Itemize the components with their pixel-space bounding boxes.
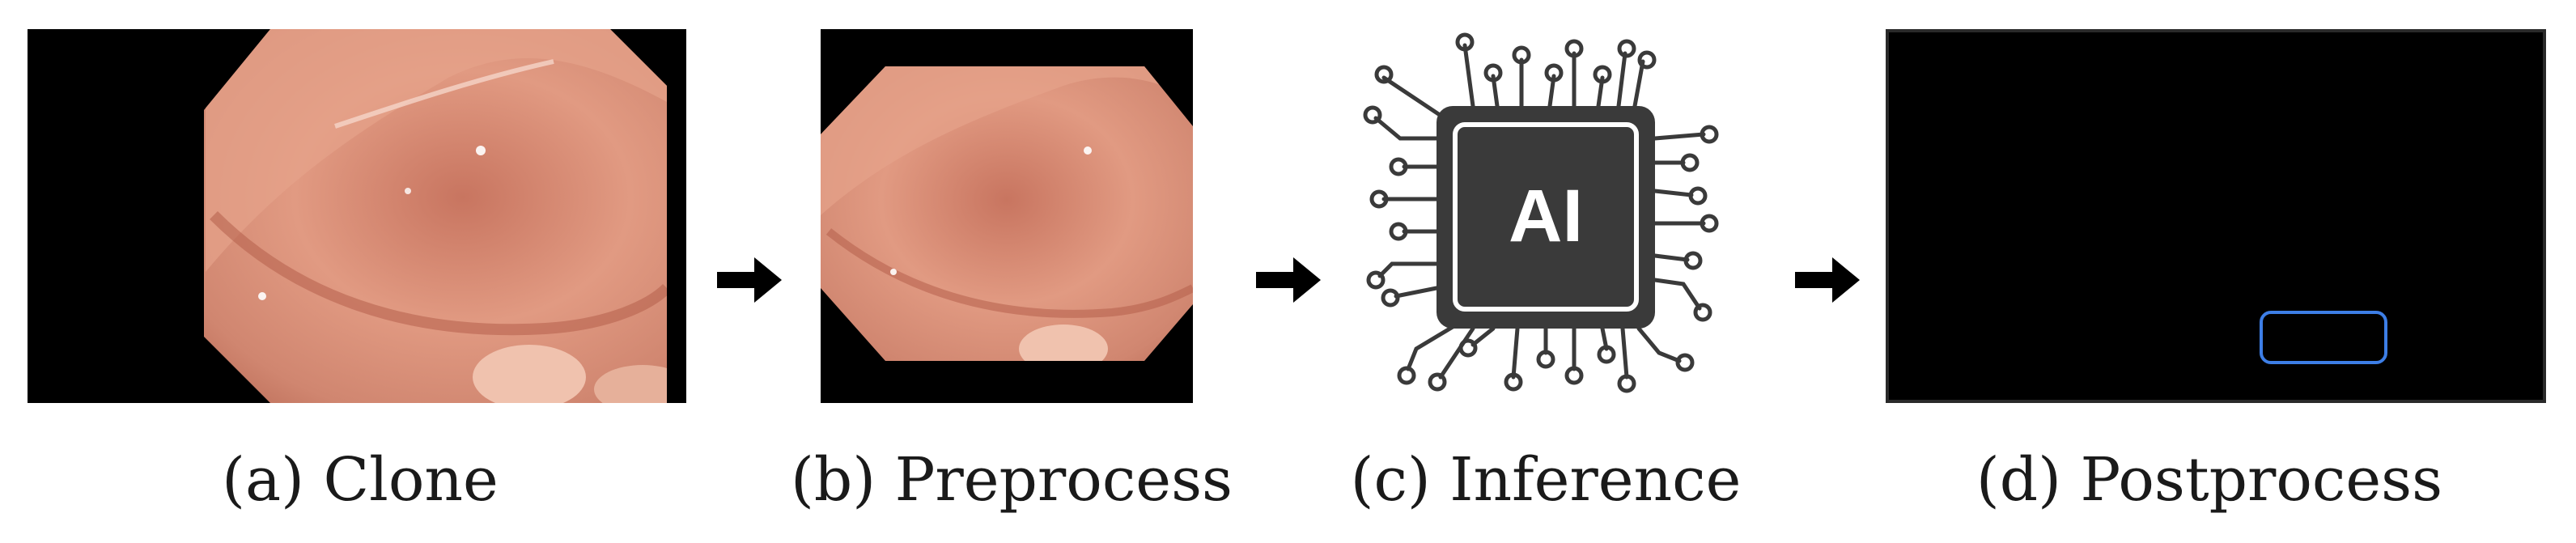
clone-endoscopy-image <box>28 29 686 403</box>
caption-preprocess: (b) Preprocess <box>790 445 1233 515</box>
right-arrow-icon <box>1256 257 1321 303</box>
right-arrow-icon <box>1795 257 1860 303</box>
detection-bounding-box <box>2260 311 2387 364</box>
ai-chip-icon: AI <box>1363 32 1719 393</box>
circuit-trace-icon <box>1363 32 1719 393</box>
chip-label: AI <box>1509 175 1583 257</box>
right-arrow-icon <box>717 257 782 303</box>
caption-postprocess: (d) Postprocess <box>1975 445 2443 515</box>
caption-inference: (c) Inference <box>1350 445 1742 515</box>
preprocessed-endoscopy-image <box>821 29 1193 403</box>
caption-clone: (a) Clone <box>222 445 499 515</box>
postprocess-detection-mask <box>1886 29 2546 403</box>
